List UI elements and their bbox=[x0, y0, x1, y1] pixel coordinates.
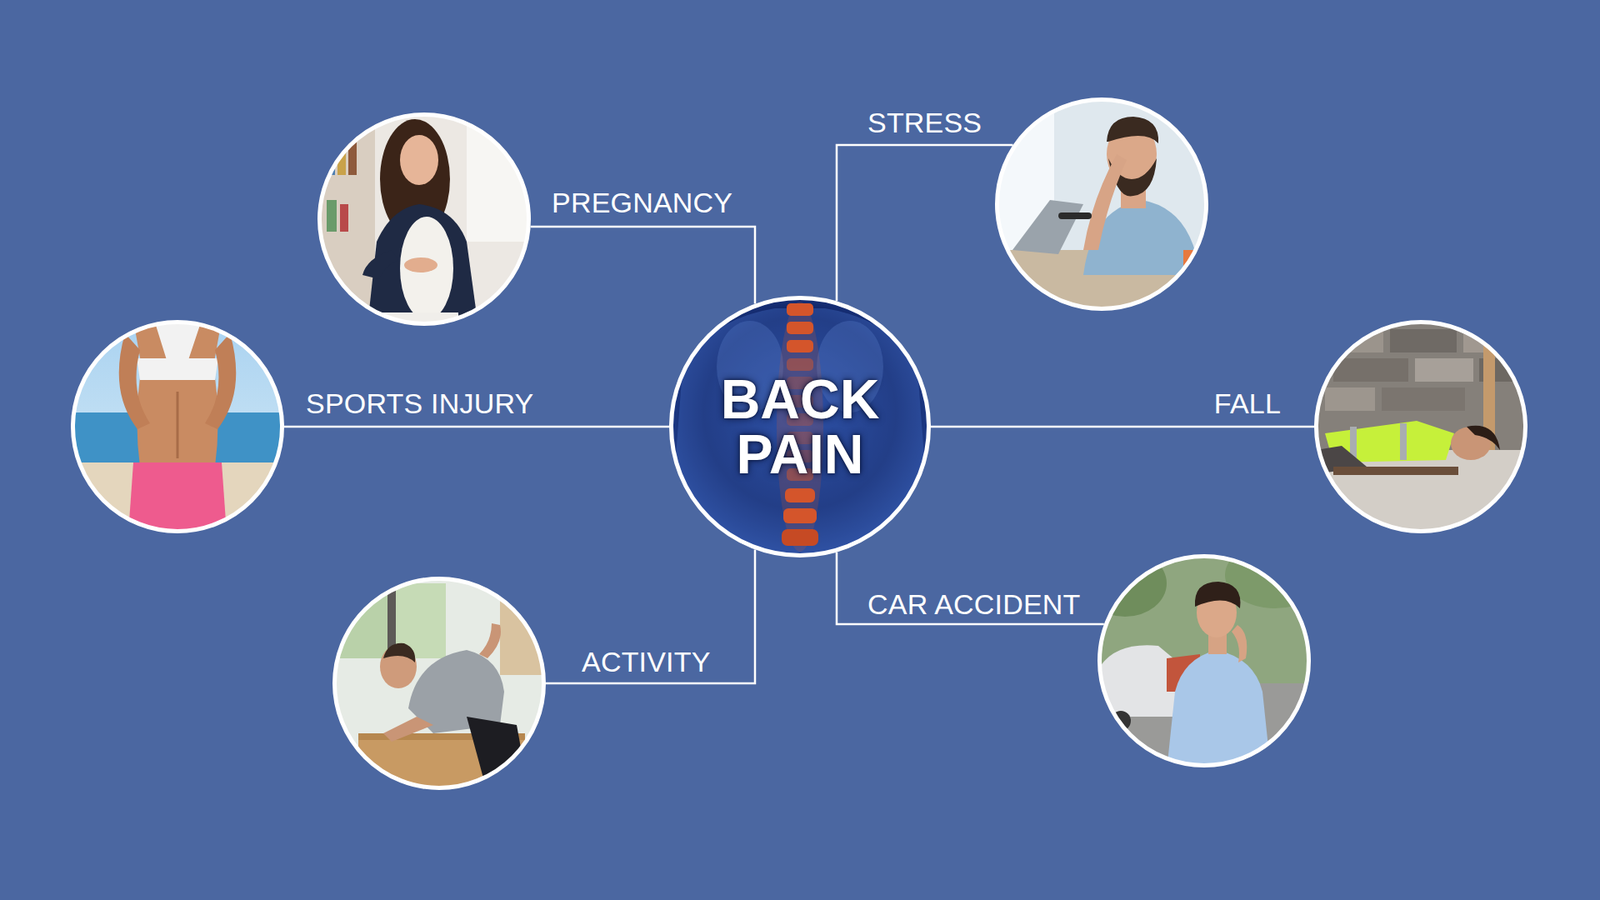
sports-injury-photo-shape bbox=[176, 391, 180, 459]
connector-line bbox=[836, 145, 1013, 301]
cause-circle: PREGNANCY bbox=[317, 112, 531, 326]
fall-photo-shape bbox=[1314, 320, 1531, 537]
car-accident-photo-shape bbox=[1166, 650, 1271, 771]
connector-line bbox=[530, 226, 755, 305]
sports-injury-photo-shape bbox=[205, 333, 236, 430]
center-title: BACK PAIN bbox=[700, 371, 900, 482]
pregnancy-photo bbox=[316, 108, 534, 334]
sports-injury-photo-shape bbox=[136, 358, 219, 380]
spine-illustration bbox=[666, 293, 934, 575]
fall-photo-shape bbox=[1463, 329, 1522, 353]
cause-circle: STRESS bbox=[995, 97, 1209, 311]
sports-injury-photo-shape bbox=[154, 320, 202, 360]
spine-illustration-shape bbox=[786, 340, 814, 353]
car-accident-photo bbox=[1083, 541, 1325, 775]
sports-injury-photo-shape bbox=[119, 333, 150, 430]
activity-photo-shape bbox=[466, 716, 530, 794]
pregnancy-photo-shape bbox=[404, 257, 438, 273]
pregnancy-photo-shape bbox=[358, 312, 459, 330]
connector-line bbox=[836, 552, 1105, 625]
connector-line bbox=[284, 425, 670, 429]
cause-circle: FALL bbox=[1314, 320, 1528, 534]
fall-photo-shape bbox=[1325, 329, 1384, 353]
fall-photo bbox=[1314, 320, 1531, 537]
spine-illustration-shape bbox=[783, 508, 817, 524]
fall-photo-shape bbox=[1390, 329, 1457, 353]
fall-photo-shape bbox=[1415, 358, 1474, 382]
pregnancy-photo-shape bbox=[400, 216, 454, 320]
connector-line bbox=[545, 549, 755, 684]
cause-label: FALL bbox=[1214, 387, 1281, 420]
fall-photo-shape bbox=[1466, 425, 1500, 450]
car-accident-photo-shape bbox=[1110, 710, 1131, 731]
stress-photo bbox=[995, 97, 1213, 317]
cause-circle: SPORTS INJURY bbox=[70, 320, 285, 534]
activity-photo bbox=[332, 576, 550, 800]
activity-photo-shape bbox=[383, 716, 434, 742]
fall-photo-shape bbox=[1381, 387, 1465, 411]
cause-label: CAR ACCIDENT bbox=[867, 588, 1081, 621]
fall-photo-shape bbox=[1333, 358, 1409, 382]
car-accident-photo-shape bbox=[1097, 554, 1315, 771]
car-accident-photo-shape bbox=[1231, 625, 1247, 663]
pregnancy-photo-shape bbox=[362, 250, 399, 280]
cause-label: SPORTS INJURY bbox=[305, 387, 534, 420]
pregnancy-photo-shape bbox=[348, 140, 357, 175]
connector-line bbox=[930, 425, 1315, 429]
fall-photo-shape bbox=[1325, 387, 1375, 411]
stress-photo-shape bbox=[1012, 200, 1084, 255]
spine-illustration-shape bbox=[786, 321, 814, 335]
stress-photo-shape bbox=[1106, 116, 1159, 144]
center-circle: BACK PAIN bbox=[669, 295, 931, 558]
stress-photo-shape bbox=[1183, 250, 1199, 270]
stress-photo-shape bbox=[1058, 212, 1092, 220]
activity-photo-shape bbox=[479, 623, 501, 659]
activity-photo-shape bbox=[337, 583, 388, 659]
stress-photo-shape bbox=[1083, 154, 1127, 250]
pregnancy-photo-shape bbox=[340, 204, 349, 232]
sports-injury-photo bbox=[70, 320, 288, 538]
car-accident-photo-shape bbox=[1195, 581, 1241, 609]
sports-injury-photo-shape bbox=[70, 462, 288, 538]
spine-illustration-shape bbox=[675, 308, 925, 575]
cause-circle: ACTIVITY bbox=[332, 576, 546, 790]
pregnancy-photo-shape bbox=[326, 141, 335, 175]
pregnancy-photo-shape bbox=[466, 125, 534, 242]
sports-injury-photo-shape bbox=[133, 320, 222, 467]
fall-photo-shape bbox=[1400, 423, 1407, 460]
spine-illustration-shape bbox=[786, 303, 814, 316]
cause-label: STRESS bbox=[867, 106, 982, 140]
pregnancy-photo-shape bbox=[337, 145, 346, 175]
cause-circle: CAR ACCIDENT bbox=[1097, 554, 1311, 768]
pregnancy-photo-shape bbox=[326, 200, 337, 232]
pregnancy-photo-shape bbox=[316, 108, 375, 325]
cause-label: ACTIVITY bbox=[581, 645, 711, 679]
car-accident-photo-shape bbox=[1083, 550, 1167, 617]
spine-illustration-shape bbox=[781, 529, 819, 546]
pregnancy-photo-shape bbox=[400, 135, 439, 185]
sports-injury-photo-shape bbox=[128, 462, 227, 534]
cause-label: PREGNANCY bbox=[551, 186, 733, 220]
fall-photo-shape bbox=[1333, 466, 1459, 475]
activity-photo-shape bbox=[383, 643, 415, 663]
sports-injury-photo-shape bbox=[70, 320, 288, 537]
spine-illustration-shape bbox=[785, 488, 815, 503]
spine-illustration-shape bbox=[786, 358, 814, 371]
